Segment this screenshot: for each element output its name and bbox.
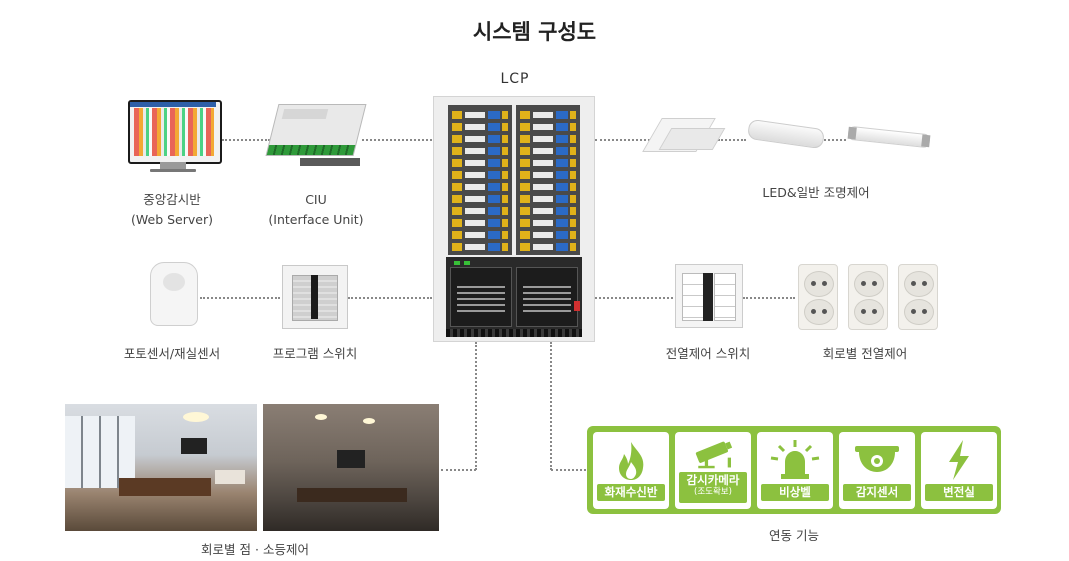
ciu-title: CIU: [305, 192, 327, 207]
lcp-controller-module: [446, 257, 582, 337]
emergency-bell-label: 비상벨: [761, 484, 829, 501]
connector-lcp-lights: [595, 139, 650, 141]
substation-label: 변전실: [925, 484, 993, 501]
ciu-caption: CIU (Interface Unit): [254, 190, 378, 230]
relay-column-right: [516, 105, 580, 255]
connector-switch-lcp: [348, 297, 432, 299]
outlet-icon-1: [798, 264, 838, 330]
fire-receiver-box: 화재수신반: [593, 432, 669, 509]
emergency-bell-icon: [770, 440, 820, 479]
connector-lcp-functions-v: [550, 342, 552, 470]
meeting-room-photo: [263, 404, 439, 531]
substation-box: 변전실: [921, 432, 997, 509]
cctv-camera-icon: [695, 441, 733, 469]
detector-sensor-icon: [855, 446, 899, 472]
program-switch-caption: 프로그램 스위치: [272, 346, 358, 361]
office-room-photo: [65, 404, 257, 531]
lcp-panel: [433, 96, 595, 342]
connector-switch2-outlets: [743, 297, 795, 299]
power-control-switch-icon: [675, 264, 743, 328]
connector-tube1-tube2: [824, 139, 846, 141]
fire-receiver-label: 화재수신반: [597, 484, 665, 501]
monitor-base: [150, 169, 196, 172]
emergency-bell-box: 비상벨: [757, 432, 833, 509]
outlet-icon-3: [898, 264, 938, 330]
detector-sensor-box: 감지센서: [839, 432, 915, 509]
led-tube-fixture-icon: [746, 118, 826, 150]
ciu-device-icon: [265, 104, 367, 156]
linked-functions-caption: 연동 기능: [769, 528, 819, 543]
lighting-control-caption: LED&일반 조명제어: [762, 185, 870, 200]
connector-lcp-functions-h: [551, 469, 586, 471]
lightning-icon: [949, 440, 969, 480]
central-monitor-caption: 중앙감시반 (Web Server): [110, 190, 234, 230]
cctv-label: 감시카메라 (조도확보): [679, 472, 747, 503]
lcp-label: LCP: [500, 71, 530, 87]
connector-sensor-switch: [200, 297, 280, 299]
cctv-label-sub: (조도확보): [694, 487, 732, 497]
led-panel-light-icon-2: [658, 128, 726, 150]
fire-icon: [619, 442, 644, 480]
diagram-title: 시스템 구성도: [472, 20, 597, 44]
ciu-subtitle: (Interface Unit): [268, 212, 364, 227]
ciu-rail: [300, 158, 360, 166]
led-tube-icon: [847, 125, 931, 149]
connector-ciu-lcp: [362, 139, 432, 141]
connector-lcp-photos-h: [441, 469, 476, 471]
central-monitor-title: 중앙감시반: [143, 192, 201, 207]
monitor-stand: [160, 162, 186, 170]
photo-sensor-icon: [150, 262, 198, 326]
circuit-onoff-caption: 회로별 점 · 소등제어: [201, 542, 309, 557]
connector-lcp-switch2: [595, 297, 673, 299]
program-switch-icon: [282, 265, 348, 329]
outlet-control-caption: 회로별 전열제어: [822, 346, 908, 361]
sensor-caption: 포토센서/재실센서: [123, 346, 221, 361]
connector-monitor-ciu: [222, 139, 270, 141]
monitor-icon: [128, 100, 222, 164]
cctv-label-main: 감시카메라: [686, 473, 740, 487]
power-switch-caption: 전열제어 스위치: [665, 346, 751, 361]
central-monitor-subtitle: (Web Server): [131, 212, 213, 227]
outlet-icon-2: [848, 264, 888, 330]
connector-lcp-photos-v: [475, 342, 477, 470]
detector-sensor-label: 감지센서: [843, 484, 911, 501]
relay-column-left: [448, 105, 512, 255]
cctv-box: 감시카메라 (조도확보): [675, 432, 751, 509]
connector-light-tube1: [718, 139, 746, 141]
